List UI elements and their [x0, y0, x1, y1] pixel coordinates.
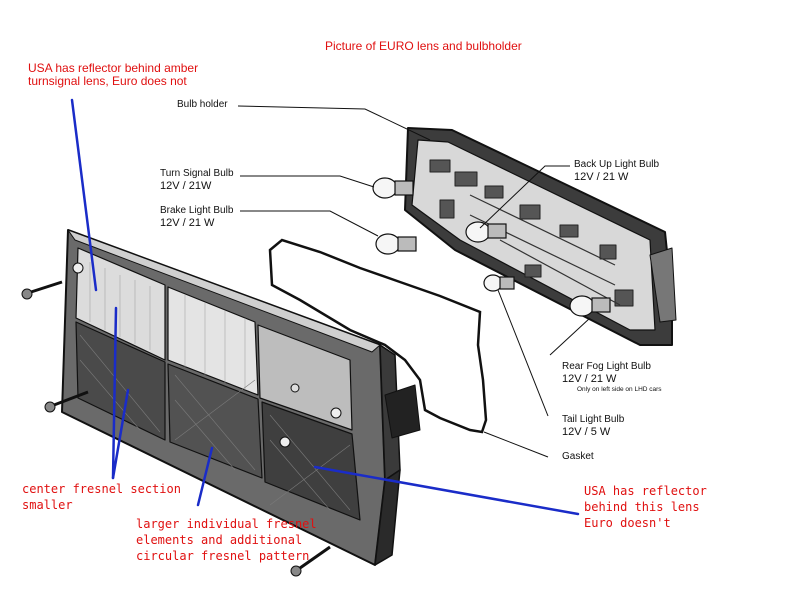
gasket — [268, 238, 488, 434]
turn-signal-bulb — [372, 177, 414, 199]
annotation-larger-fresnel-line-1: larger individual fresnel — [136, 517, 317, 531]
screw-1 — [21, 280, 63, 300]
leader-bulb-holder — [237, 105, 431, 141]
pointer-center-fresnel-b — [111, 388, 130, 480]
annotation-larger-fresnel: larger individual fresnel elements and a… — [136, 516, 317, 564]
label-brake-light-spec: 12V / 21 W — [160, 217, 215, 229]
diagram-title: Picture of EURO lens and bulbholder — [325, 39, 522, 53]
label-tail-light-name: Tail Light Bulb — [562, 414, 625, 425]
pointer-usa-amber — [70, 98, 98, 292]
annotation-usa-amber-line-1: USA has reflector behind amber — [28, 61, 199, 75]
label-bulb-holder: Bulb holder — [177, 99, 228, 110]
label-back-up-name: Back Up Light Bulb — [574, 159, 660, 170]
label-turn-signal-spec: 12V / 21W — [160, 180, 212, 192]
leader-gasket — [483, 431, 549, 458]
leader-tail-light — [497, 289, 549, 417]
bulbs — [372, 177, 611, 317]
tail-light-bulb — [483, 274, 515, 292]
annotation-center-fresnel-line-2: smaller — [22, 498, 73, 512]
label-turn-signal-name: Turn Signal Bulb — [160, 168, 234, 179]
mounting-screws — [21, 280, 331, 577]
pointer-center-fresnel-a — [111, 306, 118, 480]
pointer-usa-lens — [313, 465, 580, 516]
label-rear-fog-note: Only on left side on LHD cars — [577, 386, 662, 393]
brake-light-bulb — [375, 233, 417, 255]
bulb-holder — [404, 127, 677, 346]
label-rear-fog-name: Rear Fog Light Bulb — [562, 361, 651, 372]
pointer-larger-fresnel — [196, 446, 214, 507]
screw-3 — [290, 545, 331, 577]
annotation-larger-fresnel-line-3: circular fresnel pattern — [136, 549, 310, 563]
annotation-usa-lens-line-1: USA has reflector — [584, 484, 707, 498]
label-back-up-spec: 12V / 21 W — [574, 171, 629, 183]
leader-back-up — [479, 165, 570, 229]
label-brake-light-name: Brake Light Bulb — [160, 205, 234, 216]
annotation-larger-fresnel-line-2: elements and additional — [136, 533, 303, 547]
rear-fog-light-bulb — [569, 295, 611, 317]
leader-rear-fog — [549, 317, 591, 356]
leader-turn-signal — [240, 175, 375, 188]
screw-2 — [44, 390, 89, 413]
annotation-center-fresnel-line-1: center fresnel section — [22, 482, 181, 496]
annotation-usa-lens: USA has reflector behind this lens Euro … — [584, 483, 707, 531]
leader-lines — [237, 105, 591, 458]
back-up-light-bulb — [465, 221, 507, 243]
annotation-usa-lens-line-2: behind this lens — [584, 500, 700, 514]
label-tail-light-spec: 12V / 5 W — [562, 426, 611, 438]
pointer-lines — [70, 98, 580, 516]
annotation-center-fresnel: center fresnel section smaller — [22, 481, 181, 513]
annotation-usa-lens-line-3: Euro doesn't — [584, 516, 671, 530]
annotation-usa-amber-line-2: turnsignal lens, Euro does not — [28, 74, 187, 88]
label-rear-fog-spec: 12V / 21 W — [562, 373, 617, 385]
lens-assembly — [61, 229, 421, 566]
leader-brake-light — [240, 210, 379, 237]
label-gasket: Gasket — [562, 451, 594, 462]
annotation-usa-amber: USA has reflector behind amber turnsigna… — [28, 62, 198, 88]
